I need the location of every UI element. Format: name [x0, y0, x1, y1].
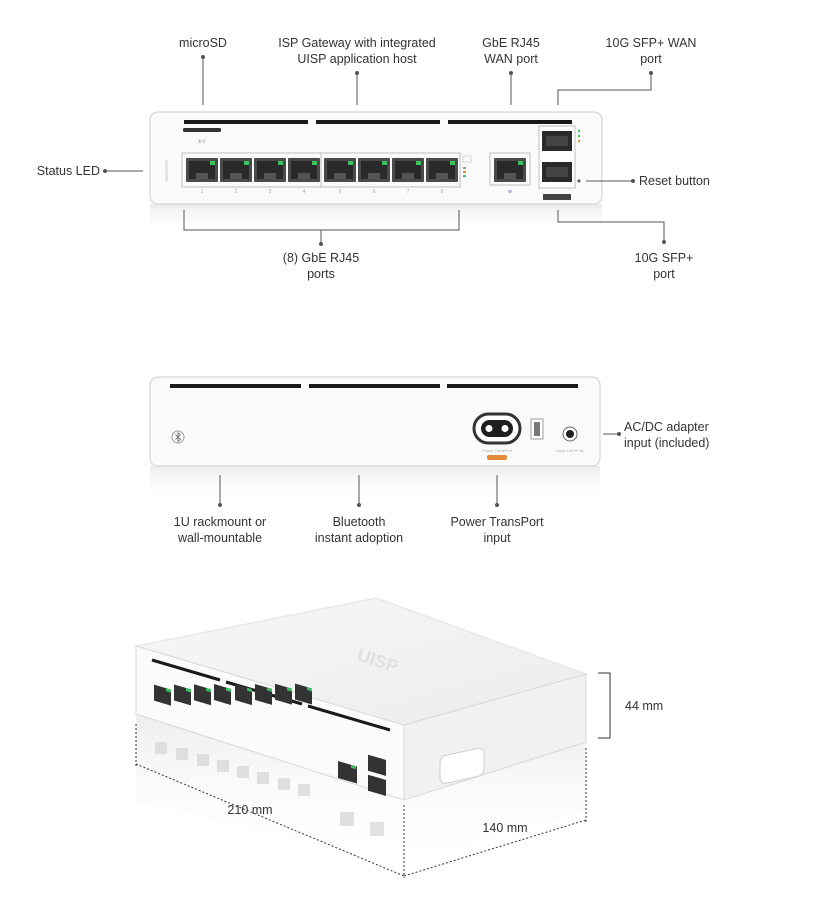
status-led-callout: Status LED [36, 164, 100, 178]
front-panel: ℹ/↺ 1 2 3 4 5 6 7 8 ⊕ [149, 111, 603, 234]
rj45-port[interactable] [254, 158, 286, 182]
wan-rj45-port[interactable] [494, 158, 526, 182]
callout-line: AC/DC adapter [624, 420, 709, 434]
rear-leader-lines [218, 432, 621, 507]
rackmount-callout: 1U rackmount or wall-mountable [155, 514, 285, 546]
front-reflection [150, 204, 602, 234]
rj45-port[interactable] [358, 158, 390, 182]
microsd-callout: microSD [179, 36, 227, 50]
sfp-status-leds [577, 129, 581, 143]
callout-line: 1U rackmount or [173, 515, 267, 529]
callout-line: ports [307, 267, 335, 281]
wan-port-frame [489, 152, 531, 186]
callout-line: GbE RJ45 [482, 36, 540, 50]
svg-text:Input 12V ⎓ 3A: Input 12V ⎓ 3A [556, 448, 584, 453]
vent-slot [447, 384, 578, 388]
power-transport-callout: Power TransPort input [432, 514, 562, 546]
svg-text:2: 2 [235, 189, 238, 195]
ac-dc-callout: AC/DC adapter input (included) [624, 419, 754, 451]
svg-text:Power TransPort: Power TransPort [482, 448, 513, 453]
reset-button-callout: Reset button [639, 174, 710, 188]
isometric-view: UISP [135, 597, 588, 868]
callout-line: input [483, 531, 511, 545]
side-slot [439, 747, 485, 784]
vent-slot [309, 384, 440, 388]
iso-dimension-lines [135, 672, 611, 878]
callout-line: wall-mountable [177, 531, 263, 545]
svg-text:1: 1 [201, 189, 204, 195]
svg-text:5: 5 [339, 189, 342, 195]
callout-line: instant adoption [314, 531, 404, 545]
height-dimension: 44 mm [625, 699, 664, 713]
rj45-port[interactable] [288, 158, 320, 182]
power-transport-input[interactable] [472, 412, 522, 445]
callout-line: input (included) [624, 436, 710, 450]
svg-text:3: 3 [269, 189, 272, 195]
svg-text:7: 7 [407, 189, 410, 195]
front-leader-lines [103, 55, 666, 246]
vent-slot [170, 384, 301, 388]
rj45-port[interactable] [392, 158, 424, 182]
vent-slot [448, 120, 572, 124]
sfp-wan-port[interactable] [542, 131, 572, 151]
svg-text:6: 6 [373, 189, 376, 195]
vent-slot [316, 120, 440, 124]
microsd-slot[interactable] [183, 128, 221, 132]
rj45-port[interactable] [186, 158, 218, 182]
callout-line: 10G SFP+ WAN [605, 36, 697, 50]
width-dimension: 210 mm [227, 803, 273, 817]
sfp-label-tab [543, 194, 571, 200]
rear-reflection [150, 466, 600, 502]
rj45-ports-callout: (8) GbE RJ45 ports [261, 250, 381, 282]
rj45-port[interactable] [220, 158, 252, 182]
usb-port[interactable] [530, 418, 544, 440]
rear-panel: Power TransPort Input 12V ⎓ 3A [149, 376, 601, 502]
isp-gateway-callout: ISP Gateway with integrated UISP applica… [257, 35, 457, 67]
svg-text:⊕: ⊕ [508, 189, 512, 195]
svg-text:4: 4 [303, 189, 306, 195]
depth-dimension: 140 mm [482, 821, 528, 835]
dc-adapter-input[interactable] [562, 426, 578, 442]
callout-line: WAN port [484, 52, 538, 66]
reset-button[interactable] [577, 179, 581, 183]
callout-line: Bluetooth [332, 515, 386, 529]
callout-line: UISP application host [297, 52, 417, 66]
gbe-wan-callout: GbE RJ45 WAN port [461, 35, 561, 67]
svg-text:ℹ/↺: ℹ/↺ [198, 139, 205, 145]
sfp-wan-callout: 10G SFP+ WAN port [591, 35, 711, 67]
bluetooth-callout: Bluetooth instant adoption [294, 514, 424, 546]
rj45-port[interactable] [324, 158, 356, 182]
vent-slot [184, 120, 308, 124]
callout-line: ISP Gateway with integrated [278, 36, 436, 50]
status-led [165, 160, 168, 182]
callout-line: (8) GbE RJ45 [282, 251, 360, 265]
voltage-badge [487, 455, 507, 460]
svg-text:8: 8 [441, 189, 444, 195]
sfp-port[interactable] [542, 162, 572, 182]
iso-rj45-ports [154, 683, 386, 796]
bluetooth-icon [171, 430, 185, 444]
poe-legend-icon [462, 155, 472, 177]
callout-line: port [640, 52, 662, 66]
rj45-port[interactable] [426, 158, 458, 182]
sfp-callout: 10G SFP+ port [614, 250, 714, 282]
iso-reflection [136, 714, 404, 868]
callout-line: port [653, 267, 675, 281]
callout-line: 10G SFP+ [634, 251, 694, 265]
callout-line: Power TransPort [450, 515, 544, 529]
